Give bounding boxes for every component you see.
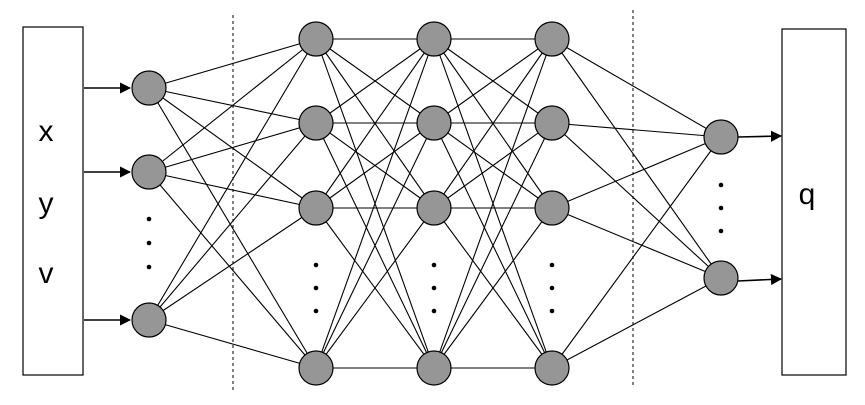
hidden-layer-2-node <box>416 190 452 226</box>
connection-line <box>433 122 553 369</box>
output-layer-ellipsis-dot <box>718 228 724 234</box>
input-variable-y: y <box>39 187 54 220</box>
input-layer-node <box>131 302 167 338</box>
input-variable-x: x <box>39 115 54 148</box>
output-box: q <box>781 28 847 376</box>
hidden-layer-1-node <box>298 350 334 386</box>
connection-line <box>551 277 722 369</box>
output-layer-ellipsis-dot <box>718 205 724 211</box>
connection-line <box>148 122 317 173</box>
hidden-layer-2-node <box>416 105 452 141</box>
connection-line <box>315 207 435 369</box>
connection-line <box>148 38 317 321</box>
connection-line <box>148 38 317 89</box>
connection-line <box>551 122 722 279</box>
input-box-frame <box>22 26 84 376</box>
input-layer-ellipsis-dot <box>146 216 152 222</box>
hidden-layer-1-ellipsis-dot <box>313 285 319 291</box>
hidden-layer-3-node <box>534 21 570 57</box>
input-layer-node <box>131 70 167 106</box>
connection-line <box>551 136 722 209</box>
hidden-layer-2-ellipsis-dot <box>431 308 437 314</box>
hidden-layer-1-node <box>298 105 334 141</box>
connection-line <box>315 38 435 369</box>
output-layer-node <box>703 119 739 155</box>
connection-line <box>433 122 553 209</box>
connection-line <box>551 38 722 138</box>
connection-line <box>551 207 722 279</box>
connection-lines <box>148 38 722 369</box>
hidden-layer-2-node <box>416 350 452 386</box>
hidden-layer-3-node <box>534 350 570 386</box>
output-variable-q: q <box>799 178 816 211</box>
neuron-nodes <box>131 21 739 386</box>
hidden-layer-2-ellipsis-dot <box>431 285 437 291</box>
connection-line <box>433 207 553 369</box>
connection-line <box>551 38 722 279</box>
hidden-layer-1-ellipsis-dot <box>313 262 319 268</box>
connection-line <box>148 38 317 173</box>
hidden-layer-3-ellipsis-dot <box>549 262 555 268</box>
layer-ellipses <box>146 182 724 314</box>
hidden-layer-2-node <box>416 21 452 57</box>
connection-line <box>315 122 435 369</box>
connection-line <box>433 38 553 209</box>
output-arrow <box>737 130 783 142</box>
hidden-layer-3-ellipsis-dot <box>549 285 555 291</box>
connection-line <box>433 38 553 124</box>
hidden-layer-3-node <box>534 190 570 226</box>
connection-line <box>148 171 317 209</box>
hidden-layer-1-node <box>298 190 334 226</box>
output-box-frame <box>781 28 847 376</box>
input-layer-ellipsis-dot <box>146 240 152 246</box>
connection-line <box>148 122 317 321</box>
connection-line <box>315 38 435 124</box>
hidden-layer-1-ellipsis-dot <box>313 308 319 314</box>
output-layer-node <box>703 260 739 296</box>
connection-line <box>551 122 722 138</box>
connection-line <box>315 38 435 209</box>
input-box: x y v <box>22 26 84 376</box>
connection-line <box>433 38 553 369</box>
input-variable-v: v <box>39 257 54 290</box>
hidden-layer-3-ellipsis-dot <box>549 308 555 314</box>
input-layer-node <box>131 154 167 190</box>
output-layer-ellipsis-dot <box>718 182 724 188</box>
connection-line <box>148 207 317 321</box>
io-arrows <box>84 82 783 326</box>
hidden-layer-1-node <box>298 21 334 57</box>
hidden-layer-3-node <box>534 105 570 141</box>
connection-line <box>148 171 317 369</box>
connection-line <box>148 87 317 369</box>
hidden-layer-2-ellipsis-dot <box>431 262 437 268</box>
connection-line <box>315 122 435 209</box>
connection-line <box>551 136 722 369</box>
connection-line <box>148 319 317 369</box>
input-layer-ellipsis-dot <box>146 264 152 270</box>
output-arrow <box>737 273 783 286</box>
